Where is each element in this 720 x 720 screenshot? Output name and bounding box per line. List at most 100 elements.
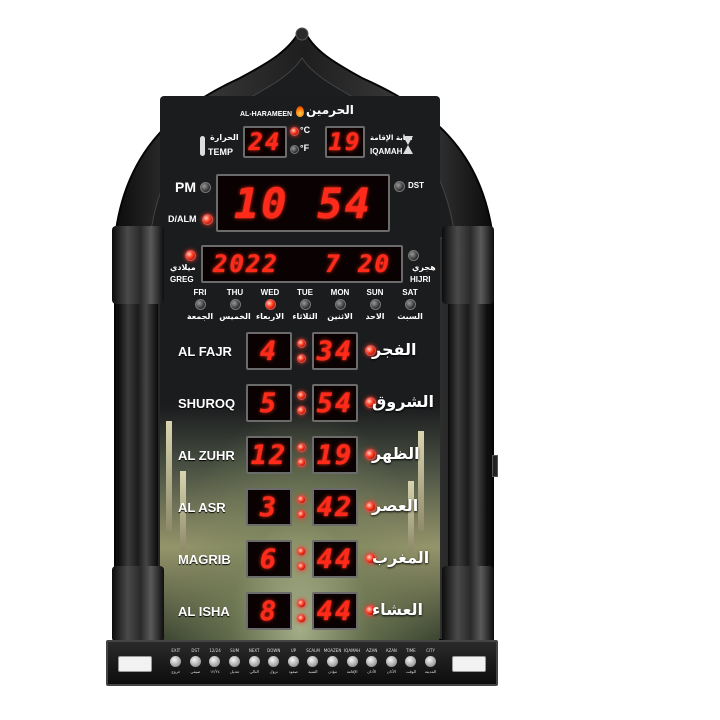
colon-dot [297,510,306,519]
weekday-label-ar: الاربعاء [256,312,284,321]
push-button[interactable] [307,656,319,667]
greg-label-en: GREG [170,275,194,284]
prayer-indicator [365,501,376,512]
minaret [166,421,172,531]
right-panel-button[interactable] [452,656,486,672]
pm-label: PM [175,179,196,195]
fahrenheit-indicator [290,145,299,154]
colon-dot [297,391,306,400]
prayer-indicator [365,449,376,460]
button-label-ar: المنبه [308,669,318,674]
push-button[interactable] [385,656,397,667]
button-label-ar: صعود [288,669,298,674]
push-button[interactable] [170,656,182,667]
button-label-en: CITY [426,648,435,653]
button-label-en: NEXT [248,648,260,653]
prayer-name-ar: الفجر [372,340,417,359]
minaret [418,431,424,531]
iqamah-label-ar: منابة الإقامة [370,134,413,142]
weekday-indicator [334,299,346,310]
iqamah-display: 19 [325,126,365,158]
temp-label-ar: الحرارة [210,133,239,142]
pm-indicator [200,182,211,193]
celsius-label: °C [300,125,311,135]
push-button[interactable] [346,656,358,667]
prayer-indicator [365,397,376,408]
prayer-minute: 44 [312,592,358,630]
push-button[interactable] [229,656,241,667]
push-button[interactable] [209,656,221,667]
prayer-name-en: AL ASR [178,500,226,515]
right-pillar [442,226,494,642]
prayer-name-en: MAGRIB [178,552,231,567]
button-label-ar: الأذان [367,669,377,674]
weekday-label-ar: السبت [397,312,423,321]
colon-dot [297,406,306,415]
push-button[interactable] [287,656,299,667]
fahrenheit-label: °F [300,143,310,153]
weekday-label-en: TUE [297,288,313,297]
weekday-label-ar: الاحد [365,312,385,321]
prayer-name-ar: العصر [372,496,419,515]
button-label-en: DOWN [267,648,281,653]
push-button[interactable] [189,656,201,667]
push-button[interactable] [425,656,437,667]
button-label-ar: الإقامة [346,669,358,674]
prayer-hour: 12 [246,436,292,474]
hijri-indicator [408,250,419,261]
colon-dot [297,599,306,608]
prayer-hour: 8 [246,592,292,630]
weekday-label-en: THU [226,288,244,297]
button-label-en: AZAN [385,648,397,653]
weekday-label-ar: الجمعة [186,312,214,321]
prayer-name-ar: المغرب [372,548,430,567]
prayer-minute: 44 [312,540,358,578]
brand-arabic: الحرمين [306,103,354,117]
colon-dot [297,354,306,363]
weekday-label-ar: الاثنين [327,312,353,321]
push-button[interactable] [248,656,260,667]
push-button[interactable] [405,656,417,667]
date-monthday: 7 20 [325,250,391,278]
push-button[interactable] [327,656,339,667]
push-button[interactable] [268,656,280,667]
celsius-indicator [290,127,299,136]
minaret [408,481,414,551]
date-year: 2022 [213,250,279,278]
weekday-label-en: SAT [402,288,418,297]
weekday-sat: SAT السبت [393,288,427,336]
button-label-en: SCALM [306,648,320,653]
left-panel-button[interactable] [118,656,152,672]
prayer-indicator [365,345,376,356]
prayer-hour: 6 [246,540,292,578]
prayer-row-magrib: MAGRIB 6 44 المغرب [160,538,460,584]
alarm-label: D/ALM [168,214,197,224]
date-display: 2022 7 20 [201,245,403,283]
control-button-down[interactable]: DOWN نزول [264,648,284,675]
control-button-scalm[interactable]: SCALM المنبه [303,648,323,675]
button-label-ar: نزول [269,669,278,674]
dst-indicator [394,181,405,192]
side-knob[interactable] [492,455,498,477]
dome-finial [295,27,309,41]
push-button[interactable] [366,656,378,667]
weekday-label-en: SUN [366,288,384,297]
